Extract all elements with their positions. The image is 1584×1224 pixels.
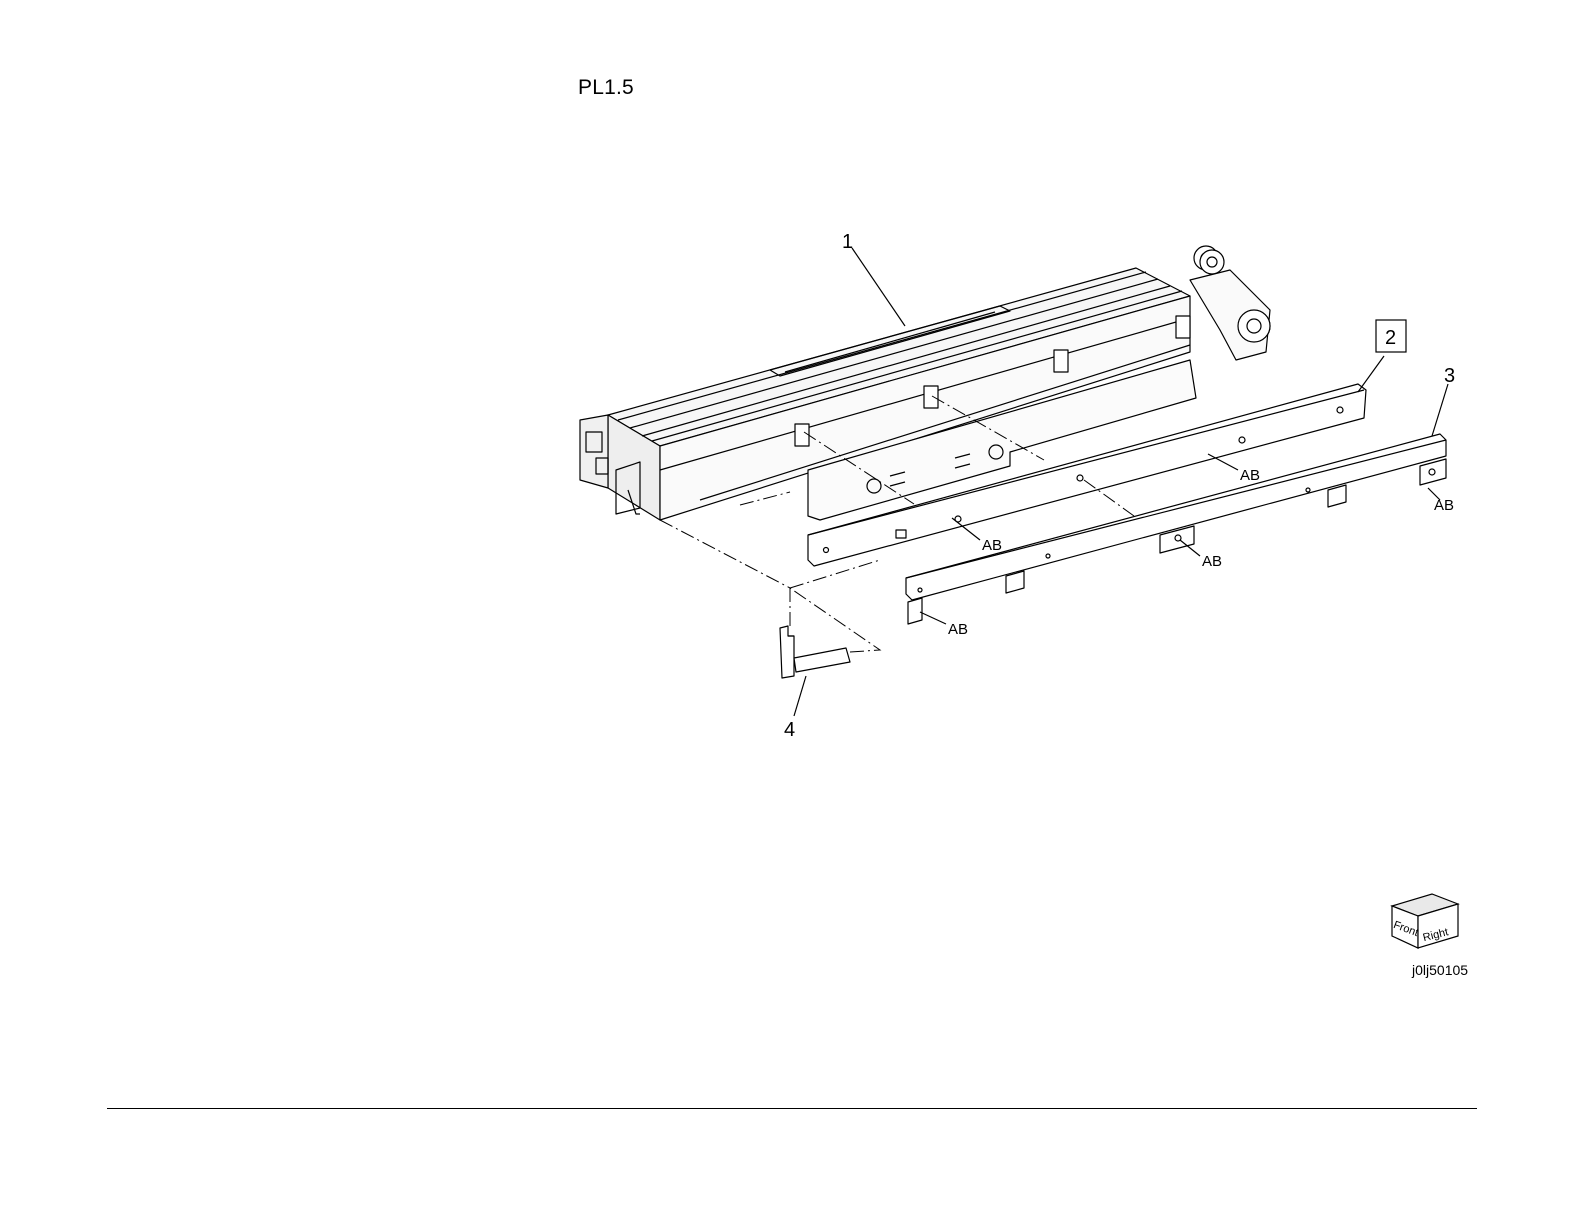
callout-2: 2: [1385, 327, 1396, 349]
label-ab: AB: [1240, 467, 1260, 484]
callout-1: 1: [842, 231, 853, 253]
callout-4: 4: [784, 719, 795, 741]
figure-id: j0lj50105: [1412, 962, 1468, 978]
label-ab: AB: [1434, 497, 1454, 514]
label-ab: AB: [1202, 553, 1222, 570]
label-ab: AB: [982, 537, 1002, 554]
assembly-main-unit: [580, 246, 1270, 520]
bottom-divider: [107, 1108, 1477, 1109]
callout-3: 3: [1444, 365, 1455, 387]
label-ab: AB: [948, 621, 968, 638]
bracket-item-4: [780, 626, 850, 678]
